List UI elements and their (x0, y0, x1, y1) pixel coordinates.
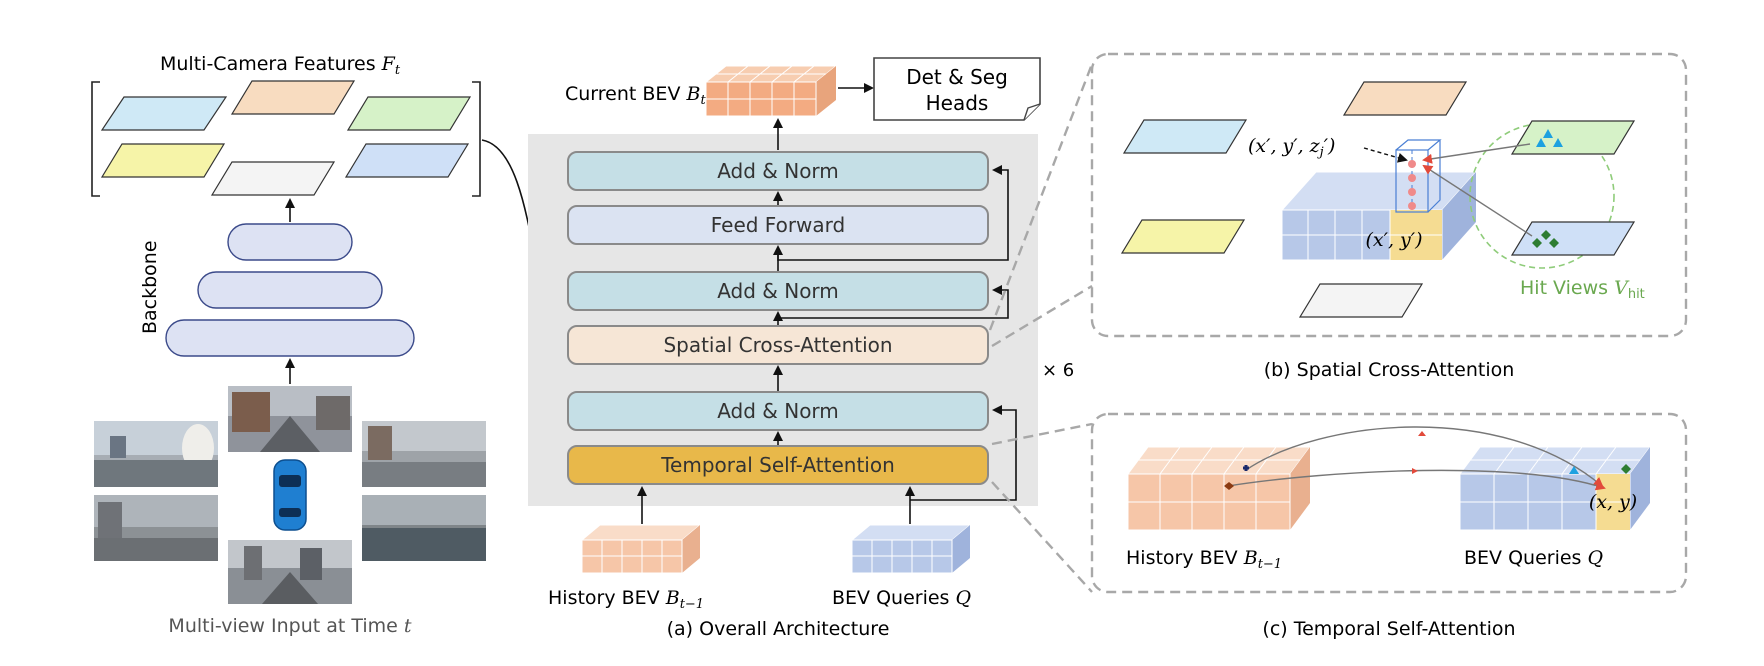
c-point-label: (x, y) (1589, 491, 1637, 513)
det-seg-heads-box: Det & Seg Heads (873, 57, 1041, 121)
temporal-self-attention-label: Temporal Self-Attention (660, 453, 895, 477)
backbone-label: Backbone (139, 240, 161, 334)
zoom-connector-temporal-2 (991, 481, 1093, 593)
hit-marker-dia-1 (1541, 230, 1551, 240)
hit-marker-dia-2 (1532, 238, 1542, 248)
mid-arrow-2 (1412, 468, 1418, 474)
feed-forward-label: Feed Forward (711, 213, 846, 237)
temporal-self-attention-block (567, 445, 989, 485)
feature-plane-green (346, 96, 472, 131)
hit-marker-tri-2 (1536, 138, 1546, 147)
c-queries-label: BEV Queries Q (1464, 547, 1603, 569)
panel-c-frame (1090, 412, 1688, 594)
spatial-cross-attention-block (567, 325, 989, 365)
history-point-dot (1224, 482, 1234, 490)
bev-queries-label: BEV Queries Q (832, 587, 971, 609)
spatial-cross-attention-panel: (x′, y′, zj′) (x′, y′) Hit Views Vhit (b… (1090, 52, 1688, 381)
feature-plane-yellow (100, 143, 226, 178)
residual-spatial (777, 285, 1009, 319)
feed-forward-block (567, 205, 989, 245)
residual-ff (777, 165, 1009, 261)
projection-to-blue (1422, 164, 1533, 237)
feature-plane-white (210, 161, 336, 196)
add-norm-top-block (567, 151, 989, 191)
panel-c-caption: (c) Temporal Self-Attention (1262, 618, 1515, 640)
point-3d-pointer (1363, 147, 1408, 163)
camera-image-back-right (362, 495, 486, 561)
current-bev-cube (704, 65, 838, 117)
multi-camera-features-group: Multi-Camera Features Ft (91, 53, 481, 197)
hit-views-label: Hit Views Vhit (1520, 277, 1645, 302)
add-norm-mid-block (567, 271, 989, 311)
c-history-bev-cube (1127, 446, 1311, 531)
current-bev-label: Current BEV Bt (565, 83, 706, 108)
left-bracket (91, 81, 100, 197)
bev-queries-cube-small (850, 524, 972, 574)
features-title: Multi-Camera Features Ft (160, 53, 401, 78)
history-point-cross (1243, 465, 1249, 471)
point-2d-label: (x′, y′) (1366, 229, 1423, 251)
backbone-group: Backbone (139, 198, 415, 384)
camera-image-front-left (94, 421, 218, 487)
add-norm-bottom-label: Add & Norm (717, 399, 839, 423)
temporal-link-1 (1245, 426, 1604, 488)
panel-b-frame (1090, 52, 1688, 338)
pillar-point-3 (1408, 188, 1416, 196)
camera-image-back (228, 540, 352, 604)
zoom-connector-spatial-1 (991, 284, 1093, 348)
pillar-point-2 (1408, 174, 1416, 182)
pillar-point-1 (1408, 160, 1416, 168)
pillar-point-4 (1408, 202, 1416, 210)
backbone-layer-bottom (165, 319, 415, 357)
b-plane-blue (1510, 221, 1636, 256)
feature-plane-blue (344, 143, 470, 178)
camera-image-front (228, 386, 352, 452)
b-plane-cyan (1122, 119, 1248, 154)
temporal-self-attention-panel: (x, y) History BEV Bt−1 BEV Queries Q (c… (1090, 412, 1688, 640)
query-marker-tri (1569, 466, 1579, 474)
c-bev-queries-cube (1459, 446, 1651, 531)
ego-car-icon (273, 459, 307, 531)
camera-images-group: Multi-view Input at Time t (94, 386, 486, 637)
zoom-connector-temporal-1 (991, 422, 1093, 446)
b-plane-white (1298, 283, 1424, 318)
backbone-layer-top (227, 223, 353, 261)
heads-line1: Det & Seg (906, 65, 1008, 89)
backbone-layer-mid (197, 271, 383, 309)
history-bev-label: History BEV Bt−1 (548, 587, 704, 612)
input-caption: Multi-view Input at Time t (168, 615, 412, 637)
overall-architecture-group: Current BEV Bt Det & Seg Heads Add & Nor… (528, 57, 1074, 640)
query-marker-dia (1621, 464, 1631, 474)
overall-architecture-caption: (a) Overall Architecture (667, 618, 890, 640)
point-3d-label: (x′, y′, zj′) (1248, 135, 1335, 160)
b-bev-cube (1280, 139, 1478, 261)
residual-temporal (910, 405, 1017, 501)
b-plane-yellow (1120, 219, 1246, 254)
camera-image-front-right (362, 421, 486, 487)
repeat-label: × 6 (1042, 360, 1074, 381)
heads-line2: Heads (926, 91, 989, 115)
panel-b-caption: (b) Spatial Cross-Attention (1264, 359, 1515, 381)
c-history-label: History BEV Bt−1 (1126, 547, 1282, 572)
spatial-cross-attention-label: Spatial Cross-Attention (663, 333, 892, 357)
encoder-layer-background (528, 134, 1038, 506)
camera-image-back-left (94, 495, 218, 561)
projection-to-green (1422, 143, 1531, 164)
right-bracket (472, 81, 481, 197)
hit-marker-tri-1 (1543, 129, 1553, 138)
add-norm-mid-label: Add & Norm (717, 279, 839, 303)
add-norm-top-label: Add & Norm (717, 159, 839, 183)
hit-marker-dia-3 (1549, 238, 1559, 248)
b-plane-green (1510, 120, 1636, 155)
temporal-link-2 (1227, 469, 1606, 491)
feature-plane-orange (230, 80, 356, 115)
add-norm-bottom-block (567, 391, 989, 431)
history-bev-cube-small (580, 524, 702, 574)
feature-plane-cyan (100, 96, 228, 131)
b-plane-orange (1342, 81, 1468, 116)
hit-marker-tri-3 (1553, 138, 1563, 147)
mid-arrow-1 (1418, 431, 1426, 436)
